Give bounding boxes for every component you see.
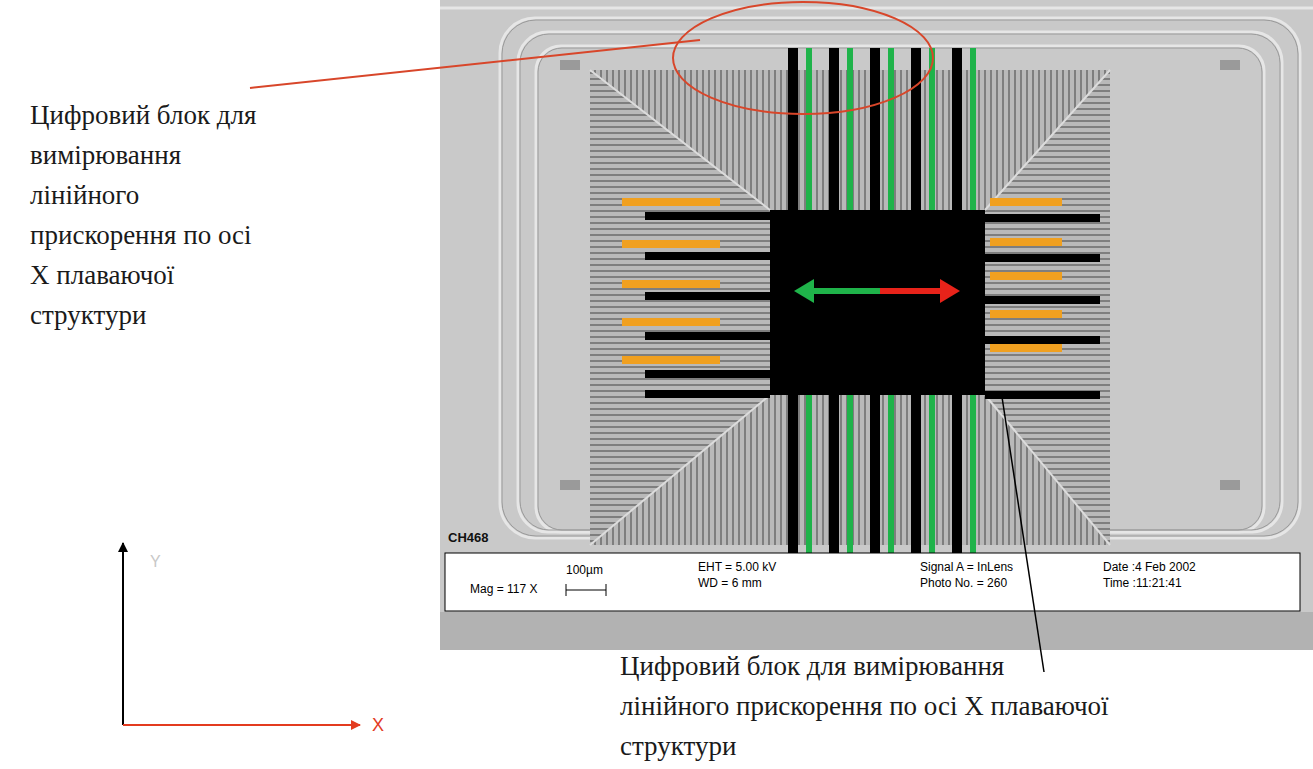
sample-id: CH468 [448, 530, 488, 546]
callout-text: Цифровий блок для вимірювання лінійного … [30, 95, 262, 335]
time-stamp: Time :11:21:41 [1103, 576, 1182, 590]
callout-text: Цифровий блок для вимірювання лінійного … [620, 646, 1120, 766]
magnification: Mag = 117 X [470, 582, 538, 596]
axis-label: Y [150, 552, 161, 571]
signal-type: Signal A = InLens [920, 560, 1013, 574]
scale-label: 100µm [566, 563, 603, 577]
photo-number: Photo No. = 260 [920, 576, 1007, 590]
date-stamp: Date :4 Feb 2002 [1103, 560, 1196, 574]
axis-label: X [372, 714, 384, 736]
working-distance: WD = 6 mm [698, 576, 762, 590]
beam-voltage: EHT = 5.00 kV [698, 560, 776, 574]
